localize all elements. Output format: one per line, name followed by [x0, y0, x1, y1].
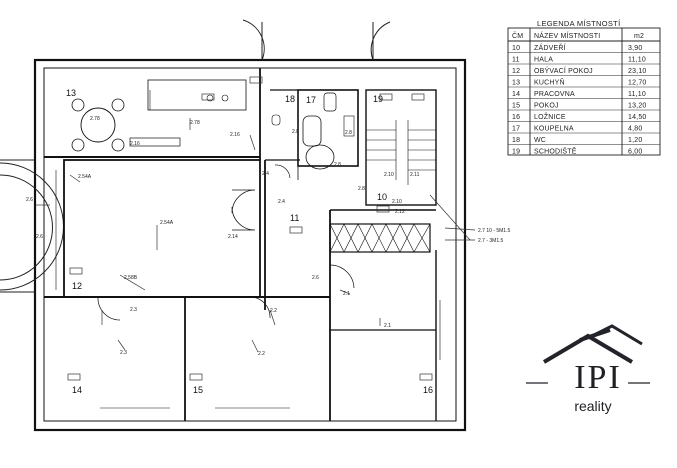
room-stamps: [67, 76, 433, 381]
legend-header-cm: ČM: [512, 31, 523, 40]
svg-text:2.4: 2.4: [262, 171, 269, 177]
legend-cell: 10: [512, 45, 520, 52]
bathroom-rooms: [270, 89, 359, 180]
room-num-16: 16: [423, 385, 433, 395]
room-num-15: 15: [193, 385, 203, 395]
svg-text:2.8: 2.8: [358, 186, 365, 192]
svg-text:2.16: 2.16: [130, 141, 140, 147]
svg-text:2.2: 2.2: [258, 351, 265, 357]
legend-cell: PRACOVNA: [534, 91, 575, 98]
legend-cell: 11,10: [628, 91, 646, 98]
room-num-11: 11: [290, 213, 299, 223]
room-num-14: 14: [72, 385, 82, 395]
staircase: [329, 89, 437, 253]
room-num-13: 13: [66, 88, 76, 98]
svg-text:2.8: 2.8: [334, 162, 341, 168]
svg-text:2.11: 2.11: [410, 172, 420, 178]
svg-text:2.7 10 - 5M1.5: 2.7 10 - 5M1.5: [478, 228, 510, 234]
electrical-marks: [36, 118, 476, 353]
svg-text:2.12: 2.12: [395, 209, 405, 215]
svg-text:2.6: 2.6: [26, 197, 33, 203]
legend-cell: LOŽNICE: [534, 112, 566, 121]
svg-text:2.16: 2.16: [230, 132, 240, 138]
svg-text:2.6: 2.6: [36, 234, 43, 240]
svg-text:2.78: 2.78: [90, 116, 100, 122]
logo-text: IPI: [574, 359, 622, 396]
room-num-17: 17: [306, 95, 316, 105]
legend-cell: 6,00: [628, 149, 642, 156]
logo-subtext: reality: [574, 398, 612, 414]
legend-title: LEGENDA MÍSTNOSTÍ: [537, 19, 621, 28]
svg-text:2.6: 2.6: [312, 275, 319, 281]
svg-text:2.1: 2.1: [384, 323, 391, 329]
svg-text:2.4: 2.4: [278, 199, 285, 205]
svg-text:2.14: 2.14: [228, 234, 238, 240]
room-num-18: 18: [285, 94, 295, 104]
room-numbers: 13 18 17 19 10 11 12 14 15 16: [66, 88, 433, 395]
svg-text:2.10: 2.10: [392, 199, 402, 205]
outer-walls: [33, 58, 467, 432]
svg-text:2.10: 2.10: [384, 172, 394, 178]
svg-text:2.3: 2.3: [120, 350, 127, 356]
legend-cell: 13,20: [628, 103, 647, 110]
legend-cell: KUCHYŇ: [534, 78, 565, 87]
svg-text:2.58B: 2.58B: [124, 275, 138, 281]
svg-text:2.78: 2.78: [190, 120, 200, 126]
legend-cell: 4,80: [628, 126, 642, 133]
legend-cell: 18: [512, 137, 520, 144]
legend-cell: 15: [512, 103, 520, 110]
svg-text:2.2: 2.2: [270, 308, 277, 314]
svg-text:2.3: 2.3: [130, 307, 137, 313]
entry-arcs: [242, 19, 391, 61]
legend-cell: WC: [534, 137, 546, 144]
legend-cell: 1,20: [628, 137, 642, 144]
legend-cell: 19: [512, 149, 520, 156]
legend-cell: 14,50: [628, 114, 647, 121]
living-room: [44, 159, 330, 298]
legend-cell: 12: [512, 68, 520, 75]
room-num-12: 12: [72, 281, 82, 291]
svg-text:2.8: 2.8: [292, 129, 299, 135]
legend-cell: 11: [512, 57, 520, 64]
legend-cell: ZÁDVEŘÍ: [534, 43, 566, 52]
legend-cell: SCHODIŠTĚ: [534, 147, 577, 156]
svg-text:2.54A: 2.54A: [78, 174, 92, 180]
svg-text:2.54A: 2.54A: [160, 220, 174, 226]
legend-cell: 14: [512, 91, 520, 98]
legend-cell: POKOJ: [534, 103, 559, 110]
annotation-labels: 2.78 2.78 2.16 2.16 2.54A 2.6 2.6 2.54A …: [26, 116, 510, 357]
legend-header-name: NÁZEV MÍSTNOSTI: [534, 31, 600, 40]
legend-cell: 13: [512, 80, 520, 87]
legend-cell: 12,70: [628, 80, 647, 87]
svg-text:2.1: 2.1: [343, 291, 350, 297]
bottom-rooms: [97, 250, 441, 421]
legend-cell: 16: [512, 114, 520, 121]
legend-cell: 3,90: [628, 45, 642, 52]
legend-header-area: m2: [634, 33, 644, 40]
legend-cell: KOUPELNA: [534, 126, 574, 133]
legend-cell: 11,10: [628, 57, 646, 64]
room-num-10: 10: [377, 192, 387, 202]
legend-cell: HALA: [534, 57, 553, 64]
room-num-19: 19: [373, 94, 383, 104]
legend-cell: 23,10: [628, 68, 647, 75]
svg-text:2.7 - 3M1.5: 2.7 - 3M1.5: [478, 238, 504, 244]
svg-text:2.8: 2.8: [345, 130, 352, 136]
legend-cell: 17: [512, 126, 520, 133]
kitchen-room: [44, 68, 261, 160]
legend-cell: OBÝVACÍ POKOJ: [534, 66, 593, 75]
